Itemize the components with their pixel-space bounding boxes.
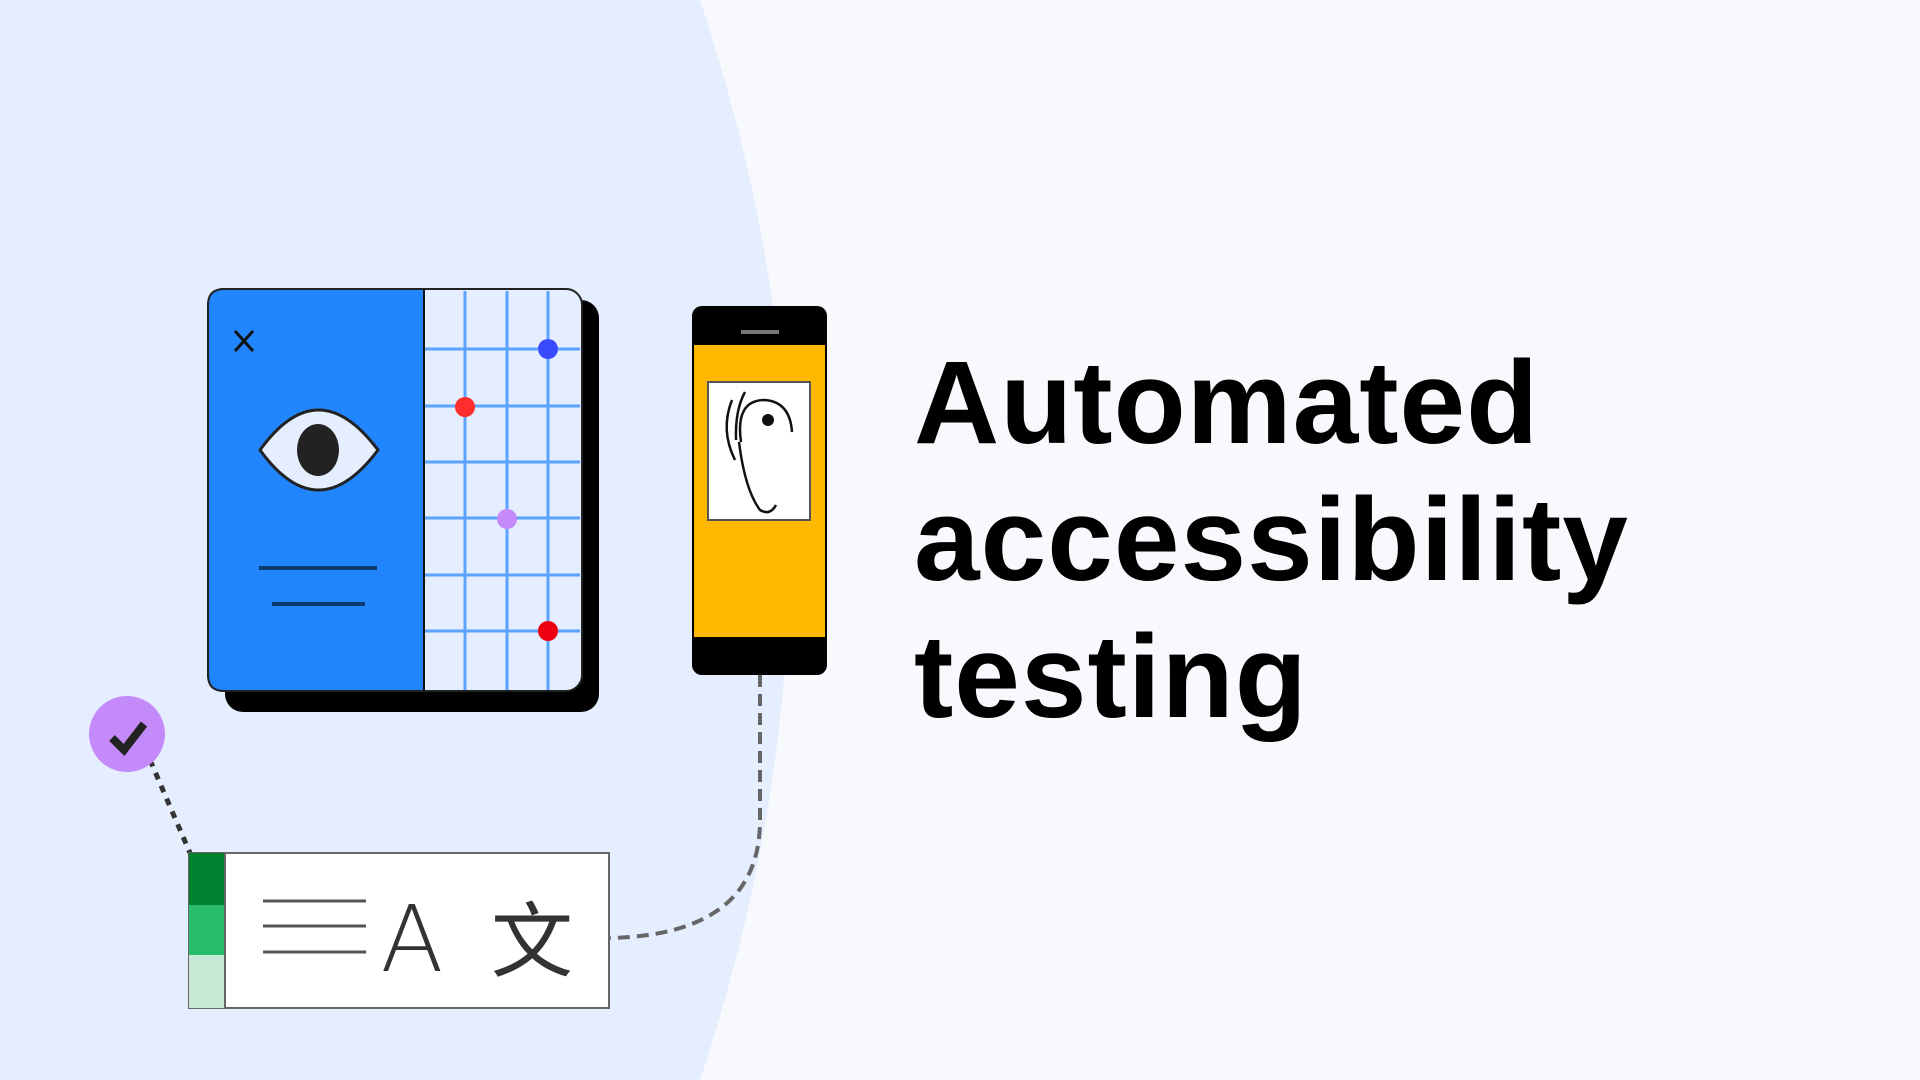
data-point [455,397,475,417]
phone [692,306,827,675]
text-lines-icon [263,899,366,954]
title-line: Automated [914,337,1540,469]
dashed-connector [608,675,762,940]
check-icon [109,721,148,757]
data-point [538,621,558,641]
data-point [538,339,558,359]
translate-icon-cjk: 文 [491,895,573,990]
data-point [497,509,517,529]
accessibility-window [207,288,599,712]
dotted-connector [147,759,193,854]
page-title: Automated accessibility testing [914,335,1629,746]
eye-icon [258,408,380,492]
check-badge [89,696,165,772]
title-line: testing [914,611,1308,743]
title-line: accessibility [914,474,1629,606]
ear-icon [725,391,794,514]
close-icon [233,329,255,353]
translate-icon-latin: A [381,886,444,993]
translate-box: A 文 [188,852,610,1009]
